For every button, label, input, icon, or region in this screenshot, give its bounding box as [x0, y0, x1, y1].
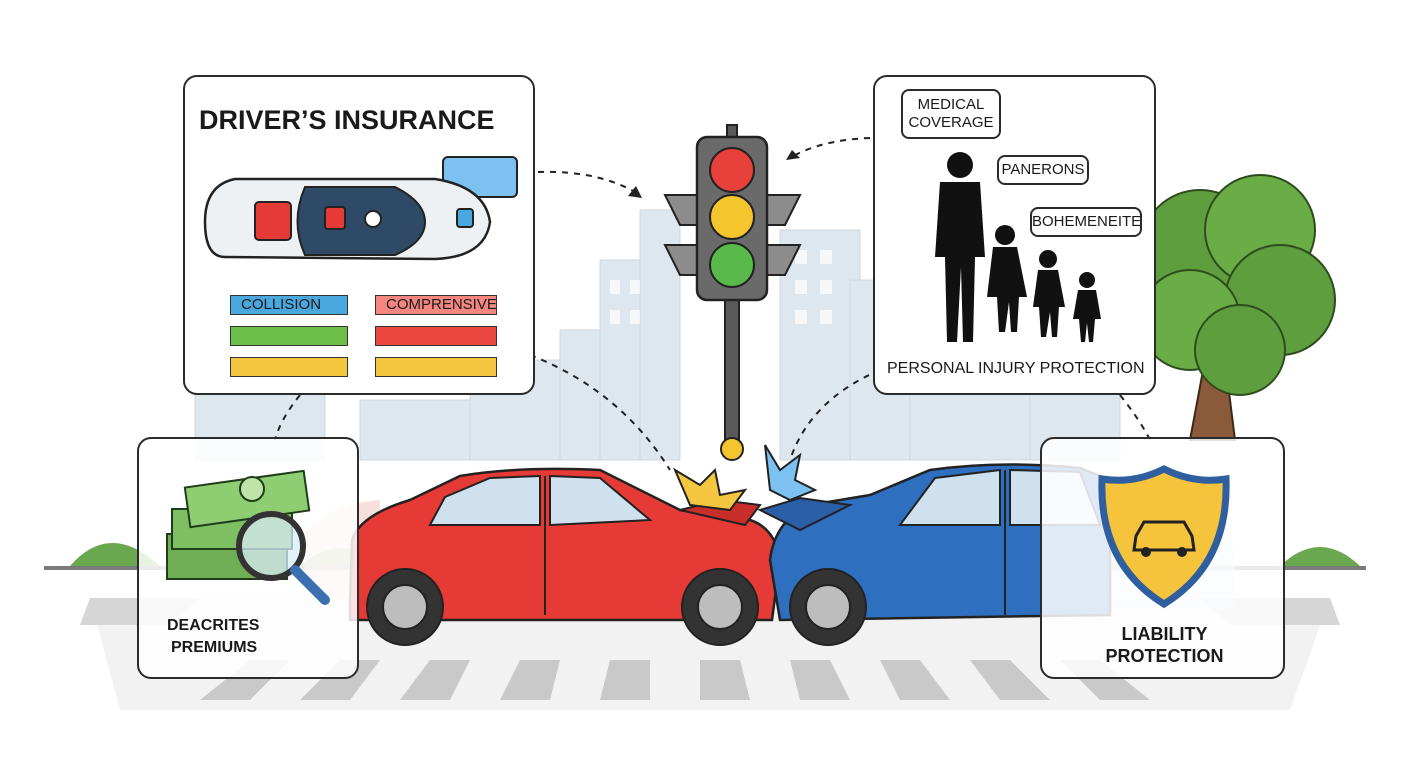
car-diagram-icon: [203, 156, 518, 261]
tree-icon: [1139, 174, 1336, 441]
family-silhouette-icon: [935, 152, 1101, 342]
premiums-card: DEACRITES PREMIUMS: [137, 437, 359, 679]
bar-right-red: [375, 326, 497, 346]
bubble-bohemeneite: BOHEMENEITE: [1030, 207, 1142, 237]
liability-label-line1: LIABILITY: [1121, 624, 1208, 644]
bar-left-yellow: [230, 357, 348, 377]
personal-injury-card: MEDICAL COVERAGE PANERONS BOHEMENEITE PE…: [873, 75, 1156, 395]
collision-burst-icon: [672, 444, 818, 512]
premiums-label-line2: PREMIUMS: [171, 639, 258, 656]
shield-car-icon: [1098, 465, 1230, 609]
crosswalk: [200, 660, 1150, 700]
bar-collision: COLLISION: [230, 295, 348, 315]
magnifier-icon: [236, 511, 330, 605]
liability-card: LIABILITY PROTECTION: [1040, 437, 1285, 679]
drivers-insurance-card: DRIVER’S INSURANCE COLLISION COMPRENSIVE: [183, 75, 535, 395]
bubble-panerons: PANERONS: [997, 155, 1089, 185]
liability-label-line2: PROTECTION: [1105, 646, 1224, 666]
premiums-label-line1: DEACRITES: [167, 617, 260, 634]
personal-injury-title: PERSONAL INJURY PROTECTION: [887, 360, 1145, 377]
traffic-light-icon: [663, 124, 802, 461]
bar-comprensive: COMPRENSIVE: [375, 295, 497, 315]
bubble-medical-coverage: MEDICAL COVERAGE: [901, 89, 1001, 139]
bar-right-yellow: [375, 357, 497, 377]
drivers-insurance-title: DRIVER’S INSURANCE: [199, 105, 495, 135]
bar-left-green: [230, 326, 348, 346]
